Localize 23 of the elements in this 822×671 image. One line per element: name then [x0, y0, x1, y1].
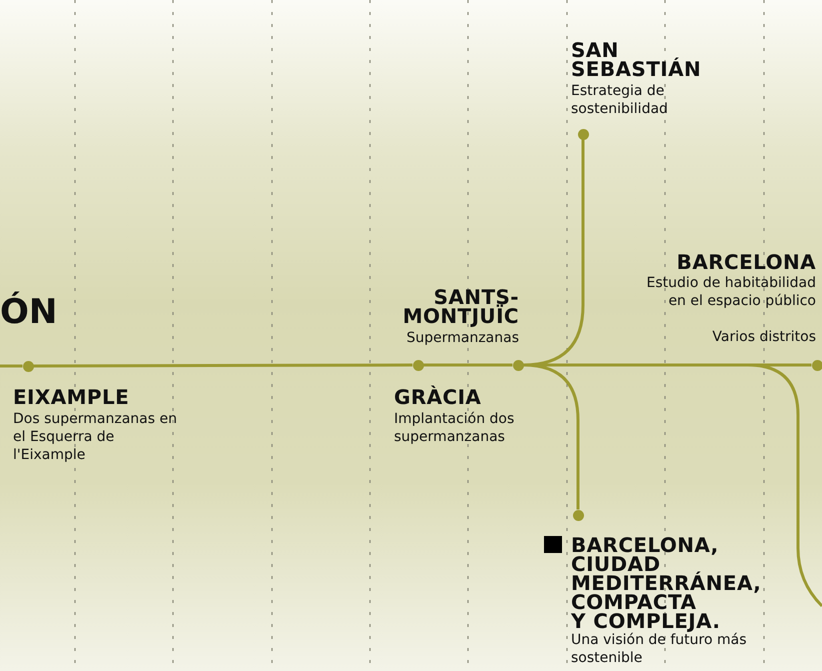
route-line: [0, 364, 22, 368]
station-description: Dos supermanzanas en el Esquerra de l'Eixample: [13, 410, 178, 464]
station-dot: [812, 360, 822, 370]
station-description: Estudio de habitabilidad en el espacio público: [646, 274, 816, 310]
station-description: Supermanzanas: [406, 329, 519, 347]
station-name: SANTS- MONTJUÏC: [402, 288, 519, 326]
station-dot: [22, 360, 34, 372]
station-description: Estrategia de sostenibilidad: [571, 82, 669, 118]
station-dot: [572, 510, 584, 520]
station-name: GRÀCIA: [394, 388, 482, 407]
station-description: Una visión de futuro más sostenible: [571, 632, 748, 667]
route-line: [34, 364, 412, 368]
route-line: [424, 364, 512, 366]
station-description: Varios distritos: [712, 328, 816, 346]
station-dot: [512, 360, 524, 370]
station-dot: [412, 360, 424, 370]
station-name: BARCELONA: [676, 253, 816, 272]
station-name: SAN SEBASTIÁN: [571, 41, 702, 79]
station-name: BARCELONA, CIUDAD MEDITERRÁNEA, COMPACTA Y COMPLEJA.: [571, 536, 762, 631]
station-description: Implantación dos supermanzanas: [394, 410, 516, 446]
heading-fragment: ÓN: [0, 294, 58, 330]
station-name: EIXAMPLE: [13, 388, 130, 407]
station-dot: [578, 128, 588, 140]
